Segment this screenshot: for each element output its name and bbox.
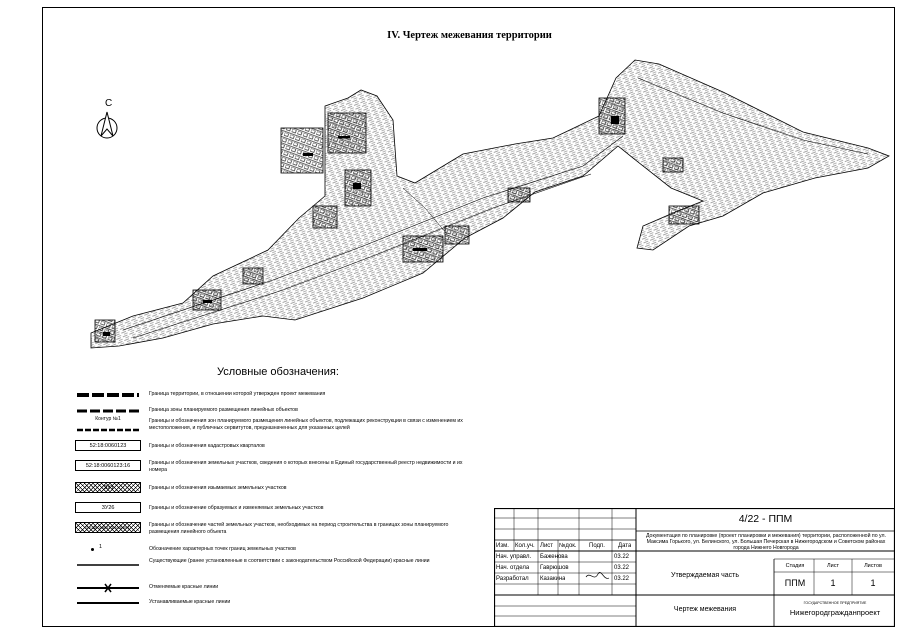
sheet-header: Лист bbox=[827, 563, 839, 569]
sheet-value: 1 bbox=[830, 578, 836, 588]
sheets-header: Листов bbox=[864, 563, 882, 569]
organization-subtitle: ГОСУДАРСТВЕННОЕ ПРЕДПРИЯТИЕ bbox=[803, 601, 867, 605]
person-date: 03.22 bbox=[614, 565, 630, 571]
approved-part: Утверждаемая часть bbox=[671, 572, 739, 579]
stage-value: ППМ bbox=[784, 578, 806, 588]
sheets-value: 1 bbox=[870, 578, 876, 588]
person-name: Баженова bbox=[540, 554, 568, 560]
legend-text: Границы и обозначения зон планируемого р… bbox=[149, 418, 463, 431]
signature-icon bbox=[585, 572, 610, 579]
legend-text: Границы и обозначения кадастровых кварта… bbox=[149, 443, 265, 449]
person-date: 03.22 bbox=[614, 554, 630, 560]
legend-heading: Условные обозначения: bbox=[217, 366, 339, 378]
legend-text: Граница зоны планируемого размещения лин… bbox=[149, 407, 298, 413]
north-label: С bbox=[105, 98, 113, 109]
legend-text: Обозначение характерных точек границ зем… bbox=[149, 546, 296, 552]
person-date: 03.22 bbox=[614, 576, 630, 582]
legend-symbol-cancelled-red-line bbox=[75, 581, 141, 593]
legend-symbol-label: Контур №1 bbox=[95, 416, 121, 422]
title-block: Изм. Кол.уч. Лист №док. Подп. Дата Нач. … bbox=[494, 508, 895, 627]
title-block-grid bbox=[494, 508, 895, 627]
legend-text: Границы и обозначения изымаемых земельны… bbox=[149, 485, 287, 491]
person-name: Казакина bbox=[540, 576, 566, 582]
legend-symbol-label: 1 bbox=[99, 544, 103, 550]
person-name: Гаврюшов bbox=[540, 565, 569, 571]
legend-text: Устанавливаемые красные линии bbox=[149, 599, 231, 605]
col-header: Изм. bbox=[496, 543, 509, 549]
stage-header: Стадия bbox=[785, 563, 805, 569]
legend-text: Существующие (ранее установленные в соот… bbox=[149, 558, 430, 564]
legend-text: Границы и обозначение частей земельных у… bbox=[149, 522, 449, 535]
territory-map bbox=[90, 59, 890, 349]
person-role: Нач. отдела bbox=[496, 565, 530, 571]
compass-icon bbox=[96, 111, 118, 139]
drawing-sheet: IV. Чертеж межевания территории С bbox=[42, 7, 895, 627]
legend-symbol-quarter: 52:18:0060123 bbox=[75, 440, 141, 451]
legend-symbol-territory-boundary bbox=[75, 388, 141, 400]
legend-text: Граница территории, в отношении которой … bbox=[149, 391, 326, 397]
legend-symbol-new-red-line bbox=[75, 596, 141, 608]
col-header: Подп. bbox=[589, 543, 605, 549]
document-code: 4/22 - ППМ bbox=[738, 513, 793, 525]
legend-symbol-parcel: 52:18:0060123:16 bbox=[75, 460, 141, 471]
legend-symbol-contour: Контур №1 bbox=[75, 416, 141, 432]
legend-symbol-formed-parcel: ЗУ26 bbox=[75, 502, 141, 513]
col-header: Дата bbox=[618, 543, 632, 549]
col-header: Кол.уч. bbox=[515, 543, 535, 549]
legend-symbol-seized-parcel: :ЗУ1 bbox=[75, 482, 141, 493]
legend-symbol-existing-red-line bbox=[75, 558, 141, 570]
legend-text: Границы и обозначения земельных участков… bbox=[149, 460, 463, 473]
legend-symbol-zone-boundary bbox=[75, 404, 141, 416]
organization-name: Нижегородгражданпроект bbox=[789, 608, 881, 617]
legend-symbol-point: 1 bbox=[75, 544, 141, 556]
drawing-title: IV. Чертеж межевания территории bbox=[387, 30, 552, 41]
north-arrow: С bbox=[92, 98, 132, 143]
col-header: №док. bbox=[559, 543, 577, 549]
drawing-name: Чертеж межевания bbox=[673, 606, 737, 613]
legend-text: Границы и обозначение образуемых и измен… bbox=[149, 505, 324, 511]
person-role: Разработал bbox=[496, 576, 529, 582]
document-description: Документация по планировке (проект плани… bbox=[645, 533, 886, 552]
legend-symbol-parcel-part: 52:18:0060123:16/ЧЗУ1 bbox=[75, 522, 141, 533]
legend-text: Отменяемые красные линии bbox=[149, 584, 219, 590]
col-header: Лист bbox=[540, 543, 554, 549]
person-role: Нач. управл. bbox=[496, 554, 532, 560]
